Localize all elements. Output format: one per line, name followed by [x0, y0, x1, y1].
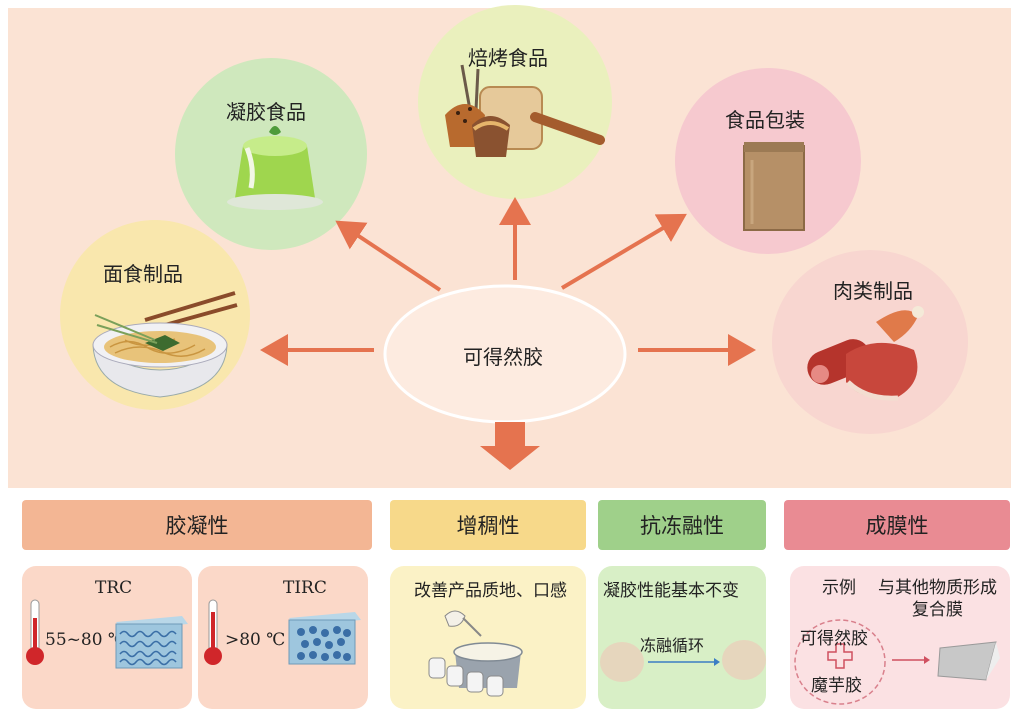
thermometer-icon	[26, 599, 44, 665]
down-arrow	[480, 422, 540, 470]
film-component2: 魔芋胶	[811, 676, 862, 696]
noodle-bowl-icon	[92, 291, 238, 398]
freeze-thaw-samples	[600, 640, 766, 682]
bakery-icon	[445, 64, 605, 157]
gel-food-label: 凝胶食品	[226, 100, 306, 124]
thickening-text: 改善产品质地、口感	[414, 581, 567, 601]
bakery-label: 焙烤食品	[468, 46, 548, 70]
meat-label: 肉类制品	[833, 279, 913, 303]
film-example-label: 示例	[822, 578, 856, 598]
gelation-header: 胶凝性	[22, 500, 372, 550]
tirc-gel-block-icon	[288, 612, 361, 665]
food-bag-icon	[743, 142, 805, 231]
trc-label: TRC	[95, 578, 133, 598]
center-label: 可得然胶	[463, 345, 543, 369]
film-result-line2: 复合膜	[912, 600, 963, 620]
thermometer-icon	[204, 599, 222, 665]
film-component1: 可得然胶	[800, 629, 868, 649]
trc-temp: 55~80 ℃	[45, 630, 127, 650]
freeze-thaw-header: 抗冻融性	[598, 500, 766, 550]
trc-gel-block-icon	[115, 616, 188, 669]
freeze-thaw-cycle-label: 冻融循环	[640, 636, 705, 655]
jelly-icon	[227, 126, 323, 210]
noodles-label: 面食制品	[103, 262, 183, 286]
packaging-label: 食品包装	[725, 108, 805, 132]
freeze-thaw-text: 凝胶性能基本不变	[603, 581, 739, 601]
tirc-temp: >80 ℃	[225, 630, 286, 650]
film-diagram	[794, 619, 1000, 705]
film-result-line1: 与其他物质形成	[878, 578, 997, 598]
tirc-label: TIRC	[283, 578, 327, 598]
thickening-header: 增稠性	[390, 500, 586, 550]
bowls-icon	[428, 610, 523, 697]
film-card	[790, 566, 1010, 709]
meat-icon	[807, 306, 924, 401]
meat-circle	[772, 250, 968, 434]
film-header: 成膜性	[784, 500, 1010, 550]
freeze-thaw-card	[598, 566, 766, 709]
